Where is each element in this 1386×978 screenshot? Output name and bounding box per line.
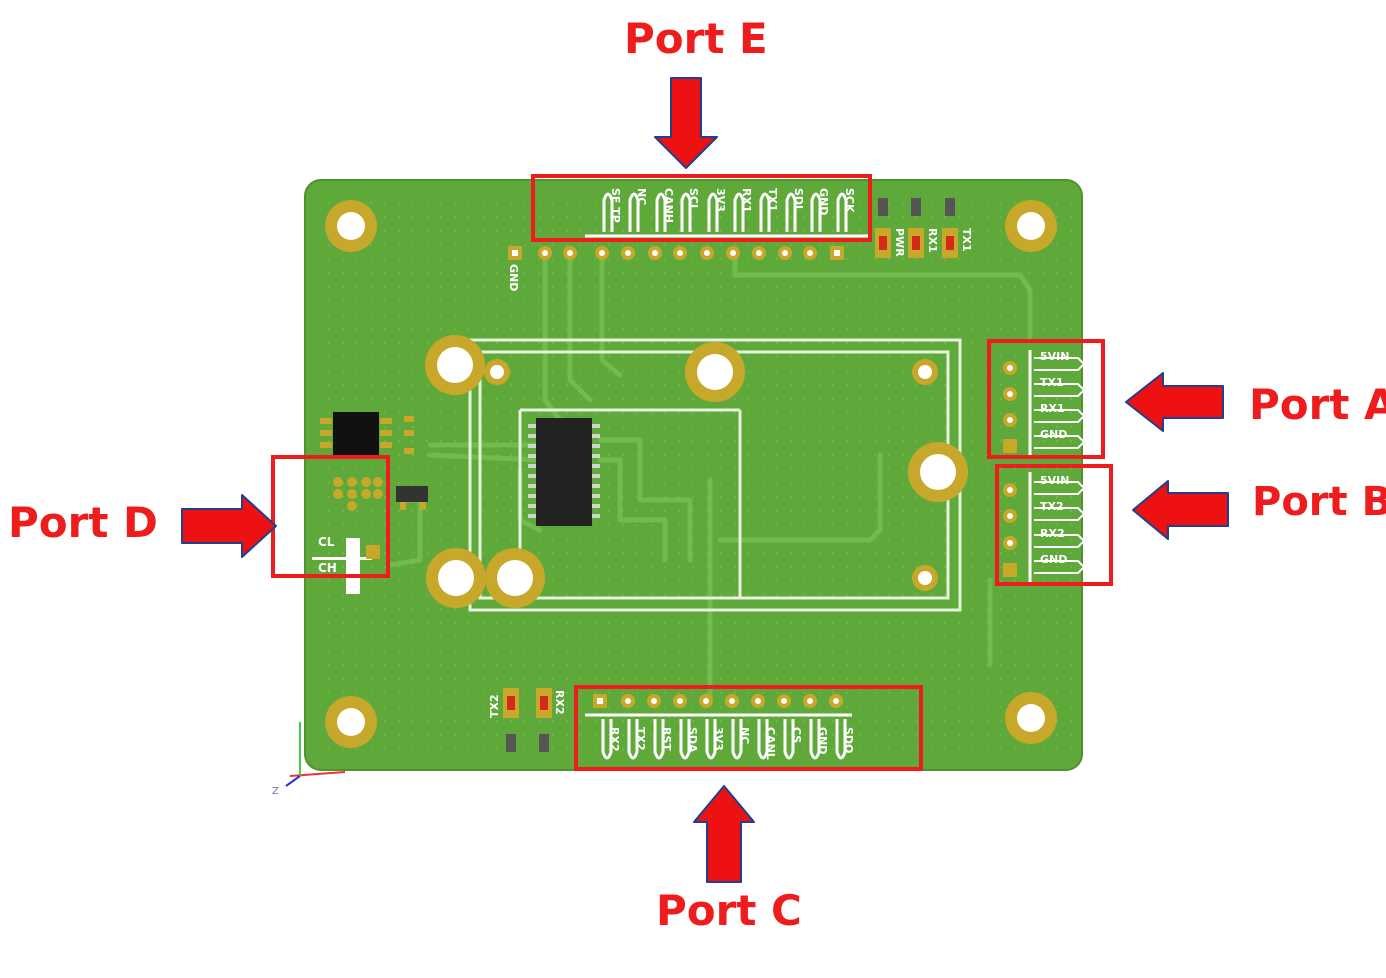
connector-a-pin-label: TX1 — [1040, 376, 1064, 389]
bottom-pin-label: 3V3 — [712, 727, 725, 751]
connector-a-pin-label: RX1 — [1040, 402, 1065, 415]
status-leds-top: PWR RX1 TX1 — [875, 198, 973, 258]
top-pin-label: CANH — [662, 188, 675, 223]
led-label: RX2 — [553, 690, 566, 715]
port-c-arrow — [693, 785, 755, 883]
port-a-label: Port A — [1249, 380, 1386, 429]
connector-a-pin-label: 5VIN — [1040, 350, 1069, 363]
top-pin-label: GND — [817, 188, 830, 215]
port-b-label: Port B — [1252, 479, 1386, 525]
led-label: TX2 — [488, 694, 501, 718]
bottom-header-pin-labels: RX2 TX2 RST SDA 3V3 NC CANL CS GND SDO — [608, 727, 855, 760]
status-leds-bottom: TX2 RX2 — [488, 688, 566, 752]
bottom-header-pads — [593, 694, 843, 708]
port-d-label: Port D — [8, 498, 158, 547]
bottom-pin-label: SDA — [686, 727, 699, 753]
gnd-label: GND — [507, 264, 520, 291]
bottom-pin-label: RST — [660, 727, 673, 751]
connector-b-pin-label: RX2 — [1040, 527, 1065, 540]
led-label: RX1 — [926, 228, 939, 253]
bottom-header-connector — [585, 713, 852, 760]
bottom-pin-label: NC — [738, 727, 751, 744]
top-pin-label: RX1 — [740, 188, 753, 213]
port-d-pin-label: CL — [318, 535, 335, 549]
port-e-label: Port E — [624, 14, 768, 63]
port-highlights — [271, 174, 1113, 771]
top-pin-label: SCL — [687, 188, 700, 211]
port-d-pin-label: CH — [318, 561, 337, 575]
connector-a: 5VIN TX1 RX1 GND — [1003, 350, 1086, 458]
main-ic — [528, 418, 600, 526]
connector-b-pin-label: 5VIN — [1040, 474, 1069, 487]
bottom-pin-label: RX2 — [608, 727, 621, 752]
top-pin-label: 3V3 — [714, 188, 727, 212]
bottom-pin-label: TX2 — [634, 727, 647, 751]
traces — [387, 249, 1033, 703]
via-grid — [315, 190, 1072, 760]
bottom-pin-label: GND — [816, 727, 829, 754]
top-pin-label: SF TP — [609, 188, 622, 223]
port-a-arrow — [1125, 372, 1224, 432]
top-pin-label: NC — [635, 188, 648, 205]
port-b-highlight — [995, 464, 1113, 586]
port-a-highlight — [987, 339, 1105, 459]
small-ic — [320, 412, 414, 456]
port-d-highlight — [271, 455, 390, 578]
port-d-components: CL CH — [312, 477, 428, 594]
led-label: TX1 — [960, 228, 973, 252]
pointer-arrows — [181, 77, 1229, 883]
port-e-highlight — [531, 174, 872, 242]
port-d-arrow — [181, 494, 277, 558]
bottom-pin-label: CANL — [764, 727, 777, 760]
axis-indicator: Z — [272, 722, 346, 797]
connector-b: 5VIN TX2 RX2 GND — [1003, 472, 1086, 582]
top-header-pads — [508, 246, 844, 260]
connector-a-pin-label: GND — [1040, 428, 1067, 441]
connector-b-pin-label: TX2 — [1040, 500, 1064, 513]
port-c-highlight — [574, 685, 923, 771]
top-header-connector — [585, 192, 868, 238]
port-b-arrow — [1132, 480, 1229, 540]
port-c-label: Port C — [656, 886, 802, 935]
led-label: PWR — [893, 228, 906, 257]
top-pin-label: TX1 — [766, 188, 779, 212]
bottom-pin-label: CS — [790, 727, 803, 743]
bottom-pin-label: SDO — [842, 727, 855, 753]
port-e-arrow — [654, 77, 718, 169]
top-header-pin-labels: SF TP NC CANH SCL 3V3 RX1 TX1 SDI GND SC… — [609, 188, 856, 223]
axis-z-label: Z — [272, 786, 279, 797]
top-pin-label: SCK — [843, 188, 856, 213]
mounting-holes — [325, 200, 1057, 748]
top-pin-label: SDI — [792, 188, 805, 209]
connector-b-pin-label: GND — [1040, 553, 1067, 566]
